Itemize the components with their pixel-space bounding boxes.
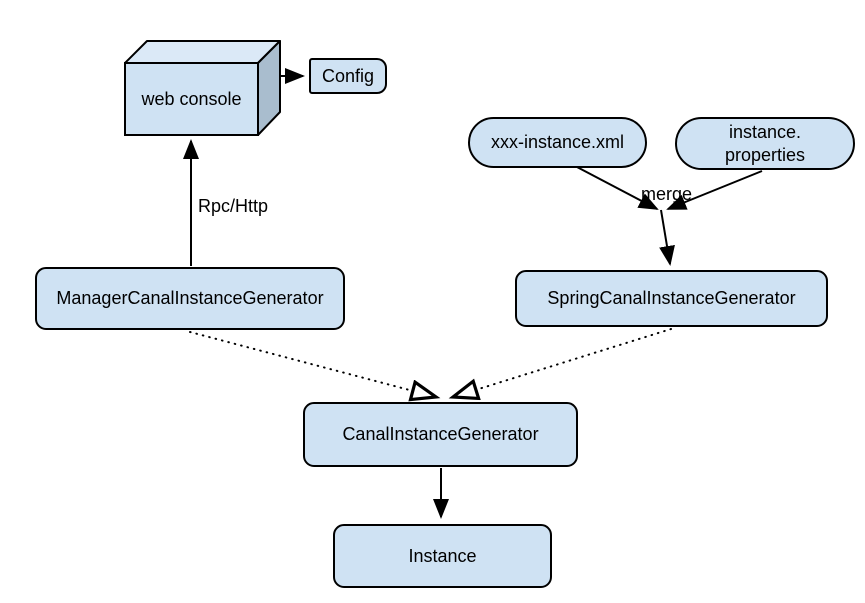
node-xxx-instance-xml: xxx-instance.xml bbox=[468, 117, 647, 168]
node-spring-canal-instance-generator: SpringCanalInstanceGenerator bbox=[515, 270, 828, 327]
cube-front-face bbox=[124, 62, 259, 136]
rpc-http-edge-label: Rpc/Http bbox=[198, 196, 269, 216]
spring-generator-label: SpringCanalInstanceGenerator bbox=[547, 288, 796, 309]
node-manager-canal-instance-generator: ManagerCanalInstanceGenerator bbox=[35, 267, 345, 330]
manager-generator-label: ManagerCanalInstanceGenerator bbox=[56, 288, 324, 309]
cube-top-face bbox=[124, 40, 281, 64]
merge-edge-label: merge bbox=[641, 184, 693, 204]
edge-merge-spring bbox=[659, 209, 675, 266]
node-instance-properties: instance. properties bbox=[675, 117, 855, 170]
xxx-instance-xml-label: xxx-instance.xml bbox=[490, 132, 625, 153]
instance-properties-label: instance. properties bbox=[724, 122, 806, 165]
web-console-label: web console bbox=[141, 88, 242, 109]
edge-properties-merge bbox=[666, 170, 763, 210]
edge-spring-canalgenerator bbox=[453, 328, 672, 397]
edge-xml-merge bbox=[576, 166, 659, 210]
web-console-cube bbox=[124, 40, 281, 136]
config-label: Config bbox=[321, 65, 375, 86]
edge-manager-canalgenerator bbox=[189, 331, 436, 397]
node-canal-instance-generator: CanalInstanceGenerator bbox=[303, 402, 578, 467]
instance-label: Instance bbox=[408, 545, 477, 566]
node-instance: Instance bbox=[333, 524, 552, 588]
canal-generator-label: CanalInstanceGenerator bbox=[342, 424, 539, 445]
node-config: Config bbox=[309, 58, 387, 94]
